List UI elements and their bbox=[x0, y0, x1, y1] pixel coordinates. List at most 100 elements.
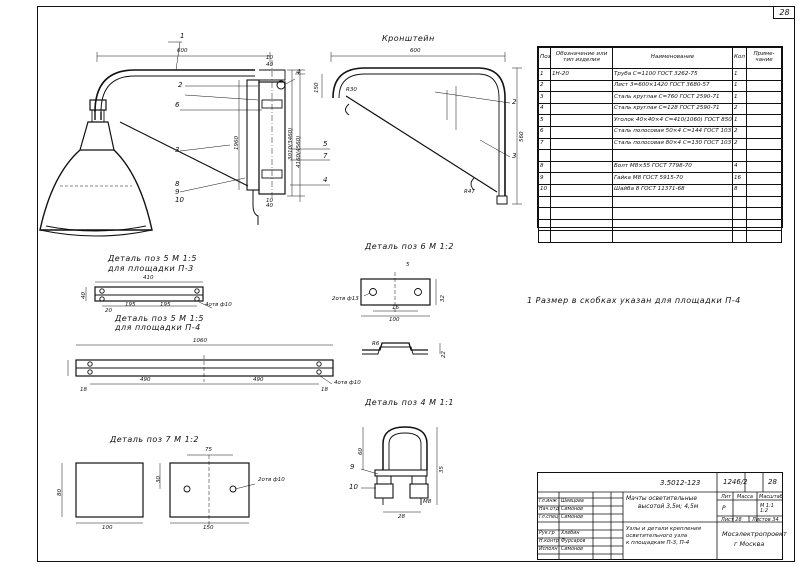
callout-d4-9: 9 bbox=[350, 463, 355, 471]
detail6-title: Деталь поз 6 М 1:2 bbox=[365, 242, 454, 251]
spec-cell-code bbox=[550, 195, 613, 209]
tb-role: Исполн bbox=[539, 547, 558, 552]
spec-cell-code bbox=[550, 79, 613, 93]
spec-cell-pos bbox=[538, 195, 551, 209]
callout-7: 7 bbox=[323, 152, 328, 160]
dim-1060: 1060 bbox=[193, 338, 207, 344]
tb-role: Гл.инж bbox=[539, 499, 557, 504]
tb-org2: г Москва bbox=[734, 540, 765, 548]
spec-cell-code bbox=[550, 91, 613, 104]
dim-20: 20 bbox=[105, 308, 112, 314]
spec-cell-name bbox=[612, 218, 733, 232]
spec-cell-qty bbox=[732, 230, 747, 243]
tb-desc3: Узлы и детали крепления bbox=[626, 526, 701, 532]
lamp-assembly bbox=[39, 41, 330, 237]
tb-lit-label: Лит bbox=[721, 494, 731, 500]
spec-cell-note bbox=[746, 79, 782, 93]
hole-2-10: 2отв ф10 bbox=[258, 477, 285, 483]
detail5-p3-title: Деталь поз 5 М 1:5 bbox=[108, 254, 197, 263]
spec-row bbox=[538, 149, 782, 162]
tb-sheet-label: Лист 28 bbox=[721, 517, 742, 523]
spec-cell-note bbox=[746, 183, 782, 197]
spec-cell-pos: 2 bbox=[538, 79, 551, 93]
dim-30: 30 bbox=[156, 476, 162, 483]
spec-cell-note bbox=[746, 207, 782, 220]
spec-cell-qty: 1 bbox=[732, 79, 747, 93]
tb-doc-code: 3.5012-123 bbox=[660, 479, 701, 487]
spec-cell-note bbox=[746, 91, 782, 104]
tb-desc4: осветительного узла bbox=[626, 533, 688, 539]
spec-cell-pos bbox=[538, 218, 551, 232]
dim-18b: 18 bbox=[321, 387, 328, 393]
spec-header-code: Обозначение или тип изделия bbox=[550, 47, 613, 69]
tb-sheet: 28 bbox=[768, 478, 777, 486]
specification-table: Поз Обозначение или тип изделия Наименов… bbox=[537, 46, 783, 243]
spec-cell-qty: 8 bbox=[732, 183, 747, 197]
spec-cell-note bbox=[746, 160, 782, 174]
dim-150b: 150 bbox=[203, 525, 214, 531]
spec-cell-qty bbox=[732, 218, 747, 232]
tb-signer-name: Фурсаров bbox=[561, 539, 586, 544]
dim-560: 560 bbox=[519, 131, 525, 143]
spec-cell-code bbox=[550, 183, 613, 197]
dim-600-right: 600 bbox=[410, 48, 421, 54]
dim-490b: 490 bbox=[253, 377, 264, 383]
drawing-frame bbox=[37, 6, 795, 562]
spec-row bbox=[538, 195, 782, 209]
spec-cell-code bbox=[550, 230, 613, 243]
spec-cell-name bbox=[612, 195, 733, 209]
tb-role: Нач.отд bbox=[539, 507, 559, 512]
dim-490a: 490 bbox=[140, 377, 151, 383]
spec-cell-qty: 1 bbox=[732, 114, 747, 127]
spec-cell-name bbox=[612, 149, 733, 162]
dim-r30: R30 bbox=[346, 87, 357, 93]
spec-cell-qty: 2 bbox=[732, 137, 747, 151]
spec-cell-pos bbox=[538, 207, 551, 220]
spec-cell-note bbox=[746, 195, 782, 209]
dim-1960: 1960 bbox=[234, 136, 240, 150]
spec-cell-code bbox=[550, 218, 613, 232]
spec-cell-name: Шайба 8 ГОСТ 11371-68 bbox=[612, 183, 733, 197]
dim-28: 28 bbox=[398, 514, 405, 520]
dim-r47: R47 bbox=[464, 189, 475, 195]
spec-cell-pos: 1 bbox=[538, 68, 551, 81]
spec-cell-pos: 6 bbox=[538, 125, 551, 139]
tb-signer-name: Симонов bbox=[561, 547, 583, 552]
spec-cell-note bbox=[746, 68, 782, 81]
spec-header-note: Приме- чание bbox=[746, 47, 782, 69]
spec-cell-pos: 4 bbox=[538, 102, 551, 116]
hole-2-13: 2отв ф13 bbox=[332, 296, 359, 302]
spec-cell-note bbox=[746, 230, 782, 243]
spec-cell-name: Сталь полосовая 80×4 С=130 ГОСТ 103 bbox=[612, 137, 733, 151]
dim-5: 5 bbox=[406, 262, 410, 268]
callout-9: 9 bbox=[175, 188, 180, 196]
callout-10: 10 bbox=[175, 196, 184, 204]
spec-cell-note bbox=[746, 125, 782, 139]
detail7-title: Деталь поз 7 М 1:2 bbox=[110, 435, 199, 444]
bracket-view bbox=[321, 52, 522, 205]
tb-role: Рук.гр bbox=[539, 531, 555, 536]
dim-4160: 4160(4560) bbox=[296, 135, 302, 168]
dim-150: 150 bbox=[314, 82, 320, 94]
spec-cell-qty: 2 bbox=[732, 102, 747, 116]
dim-35: 35 bbox=[439, 466, 445, 473]
dim-40-bot: 40 bbox=[266, 203, 273, 209]
detail5-p3-subtitle: для площадки П-3 bbox=[108, 264, 194, 273]
dim-600-left: 600 bbox=[177, 48, 188, 54]
spec-cell-code bbox=[550, 125, 613, 139]
detail7 bbox=[61, 454, 256, 525]
dim-r6: R6 bbox=[372, 341, 380, 347]
detail4 bbox=[360, 426, 438, 513]
spec-cell-name: Труба С=1100 ГОСТ 3262-75 bbox=[612, 68, 733, 81]
spec-cell-code bbox=[550, 160, 613, 174]
tb-mass-label: Масса bbox=[737, 494, 753, 500]
